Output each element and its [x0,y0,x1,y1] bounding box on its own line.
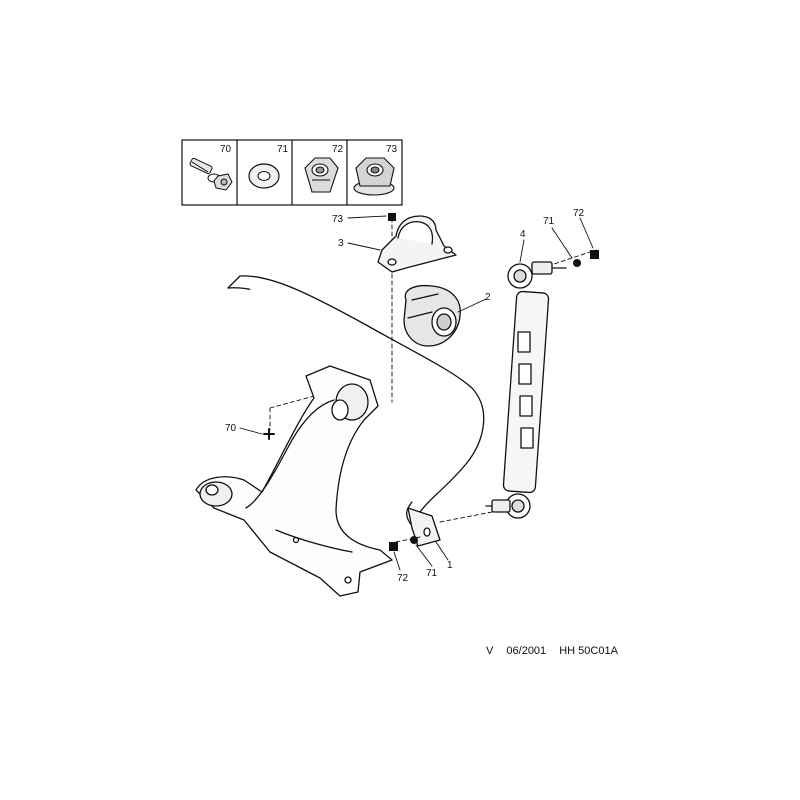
footer-date: 06/2001 [506,645,547,657]
flange-nut-marker-73 [388,213,396,221]
callout-1: 1 [447,560,453,571]
nylon-lock-nut-icon [304,157,339,193]
bolt-with-washer-icon [189,157,233,191]
legend-number-70: 70 [220,144,232,155]
rubber-bush [403,284,461,347]
diagram-reference-footer: V 06/2001 HH 50C01A [486,645,628,657]
callout-4: 4 [520,229,526,240]
legend-number-73: 73 [386,144,398,155]
lower-control-arm [195,365,393,597]
legend-cell-71: 71 [248,144,289,189]
footer-code: HH 50C01A [559,645,618,657]
lock-nut-marker-72-top [590,250,599,259]
callout-71-top: 71 [543,216,555,227]
callout-70: 70 [225,423,237,434]
flat-washer-icon [248,163,280,189]
callout-leaders [239,215,594,571]
legend-number-72: 72 [332,144,344,155]
flange-nut-icon [353,157,395,196]
washer-marker-71-top [573,259,581,267]
callout-3: 3 [338,238,344,249]
legend-cell-70: 70 [189,144,233,191]
callout-72-bottom: 72 [397,573,409,584]
callout-73-top: 73 [332,214,344,225]
callout-72-top: 72 [573,208,585,219]
callout-labels: 73 3 4 71 72 2 70 72 71 1 [225,208,585,584]
footer-version: V [486,645,494,657]
bolt-marker-70 [263,428,275,440]
fastener-symbols [388,213,599,551]
washer-marker-71-bottom [410,536,418,544]
callout-71-bottom: 71 [426,568,438,579]
bush-clamp [377,215,457,273]
legend-cell-72: 72 [304,144,344,193]
legend-cell-73: 73 [353,144,398,196]
lock-nut-marker-72-bottom [389,542,398,551]
legend-number-71: 71 [277,144,289,155]
drop-link [485,261,567,519]
callout-2: 2 [485,292,491,303]
anti-roll-bar-assembly [195,213,599,597]
legend-box: 70 71 72 [181,139,403,206]
